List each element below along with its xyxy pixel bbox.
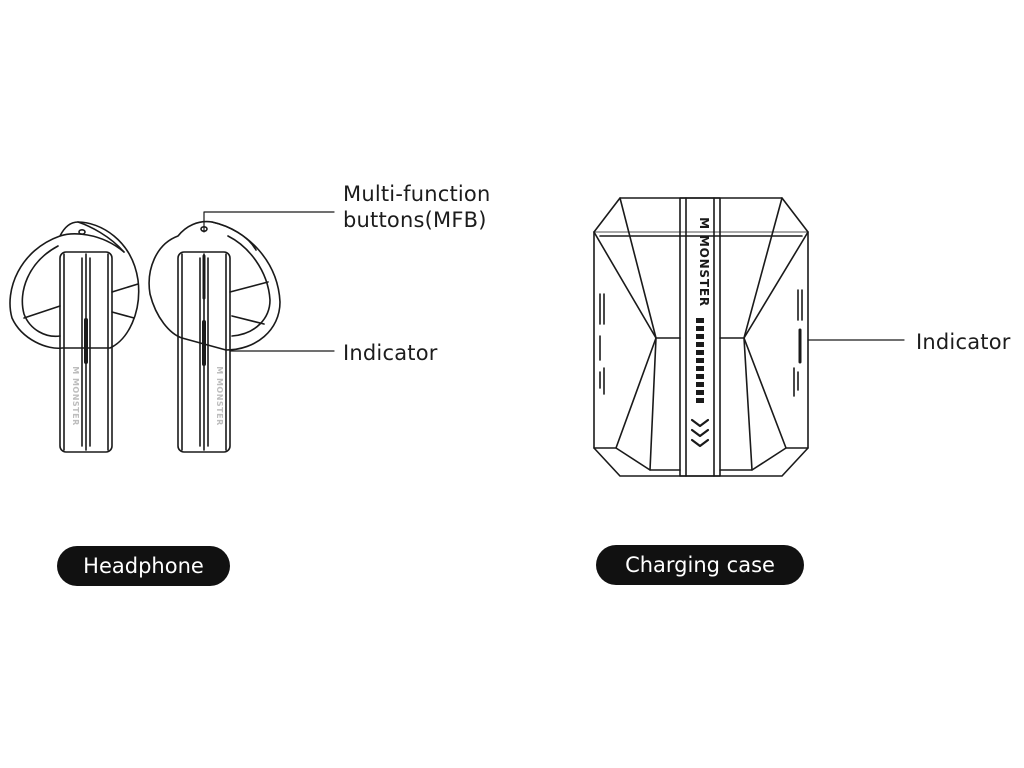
charging-case-logo: M MONSTER xyxy=(697,217,711,307)
right-earbud-stem xyxy=(177,251,231,453)
charging-case-caption: Charging case xyxy=(596,545,804,585)
left-earbud-stem xyxy=(59,251,113,453)
left-earbud-head-inner xyxy=(21,245,61,338)
mfb-label-line2: buttons(MFB) xyxy=(343,208,487,232)
charging-case-chevron-icon xyxy=(690,418,710,448)
mfb-label-line1: Multi-function xyxy=(343,182,491,206)
left-earbud-logo: M MONSTER xyxy=(71,366,80,426)
right-earbud-logo: M MONSTER xyxy=(215,366,224,426)
headphone-indicator-label: Indicator xyxy=(343,341,438,365)
left-earbud: M MONSTER xyxy=(9,221,140,453)
right-earbud-head xyxy=(148,220,281,351)
right-earbud-head-inner xyxy=(227,235,271,337)
mfb-label: Multi-function buttons(MFB) xyxy=(343,181,491,233)
right-earbud: M MONSTER xyxy=(148,220,281,453)
case-indicator-label: Indicator xyxy=(916,330,1011,354)
charging-case-led-bar xyxy=(696,318,704,403)
mfb-callout-line xyxy=(203,211,335,233)
headphone-caption: Headphone xyxy=(57,546,230,586)
left-earbud-head xyxy=(9,221,140,350)
charging-case-center-strip xyxy=(679,197,721,477)
charging-case-outline xyxy=(593,197,809,477)
charging-case: M MONSTER xyxy=(593,197,809,477)
left-earbud-mic-icon xyxy=(78,229,86,236)
